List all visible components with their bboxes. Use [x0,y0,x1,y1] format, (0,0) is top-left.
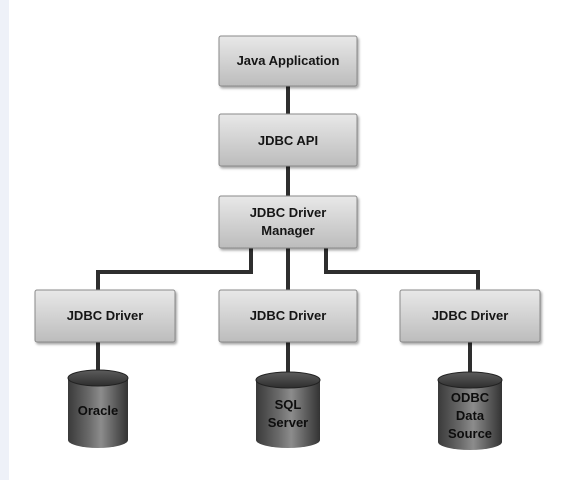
oracle-label: Oracle [78,403,118,418]
java-application-box: Java Application [218,35,358,87]
oracle-database-icon: Oracle [67,369,129,448]
java-application-label: Java Application [237,53,340,68]
driver-left-label: JDBC Driver [67,308,144,323]
jdbc-driver-box-right: JDBC Driver [399,289,541,343]
sql-server-label-line-2: Server [268,415,308,430]
connector-lines [96,84,480,374]
driver-right-label: JDBC Driver [432,308,509,323]
jdbc-api-box: JDBC API [218,113,358,167]
odbc-data-source-database-icon: ODBC Data Source [437,371,503,450]
jdbc-driver-box-left: JDBC Driver [34,289,176,343]
jdbc-api-label: JDBC API [258,133,318,148]
odbc-label-line-1: ODBC [451,390,490,405]
jdbc-driver-box-middle: JDBC Driver [218,289,358,343]
sql-server-database-icon: SQL Server [255,371,321,448]
driver-manager-label-line-2: Manager [261,223,314,238]
odbc-label-line-2: Data [456,408,485,423]
connector-manager-to-left-driver [96,246,253,292]
driver-middle-label: JDBC Driver [250,308,327,323]
left-margin-strip [0,0,9,480]
sql-server-label-line-1: SQL [275,397,302,412]
driver-manager-label-line-1: JDBC Driver [250,205,327,220]
connector-manager-to-right-driver [324,246,480,292]
odbc-label-line-3: Source [448,426,492,441]
jdbc-driver-manager-box: JDBC Driver Manager [218,195,358,249]
